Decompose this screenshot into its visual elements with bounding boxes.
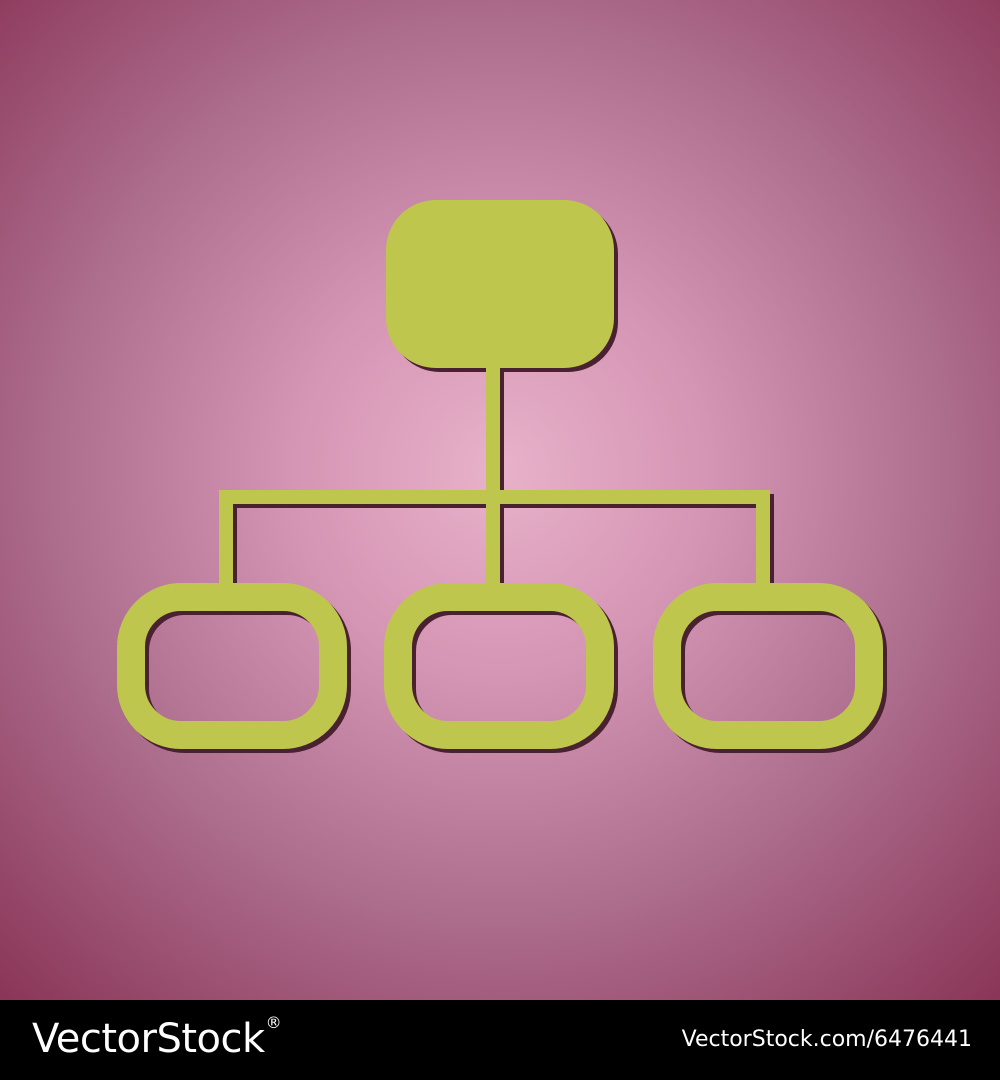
middle-node [384, 583, 614, 749]
root-node [386, 200, 614, 368]
registered-mark: ® [265, 1013, 282, 1032]
image-credit: VectorStock.com/6476441 [681, 1027, 972, 1052]
hierarchy-diagram-icon [117, 200, 887, 753]
watermark-bar: VectorStock® VectorStock.com/6476441 [0, 1000, 1000, 1080]
artwork [0, 0, 1000, 1000]
diagram-shape [117, 200, 883, 749]
brand-name: VectorStock [32, 1016, 265, 1062]
vectorstock-logo: VectorStock® [32, 1013, 282, 1063]
left-node [117, 583, 347, 749]
right-node [653, 583, 883, 749]
